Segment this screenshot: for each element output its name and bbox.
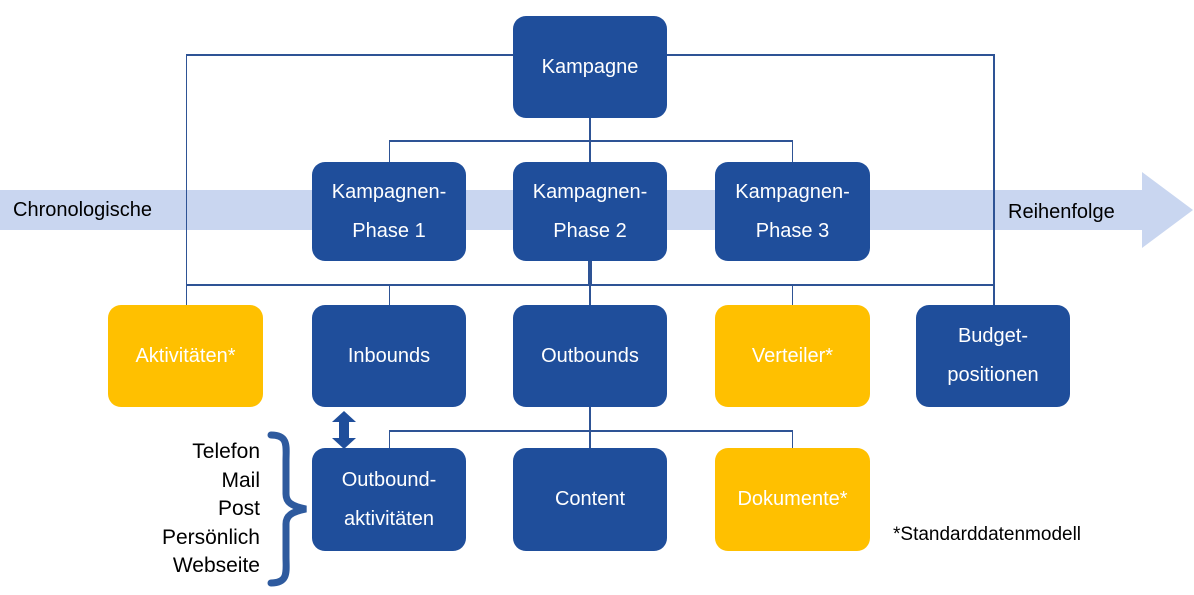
node-inbounds: Inbounds [312, 305, 466, 407]
channel-item: Post [217, 497, 260, 521]
connector-line [589, 284, 591, 305]
timeline-arrow-head [1142, 172, 1193, 248]
connector-line [589, 118, 591, 141]
connector-line [389, 140, 793, 142]
connector-line [185, 54, 187, 305]
timeline-label-left: Chronologische [13, 199, 152, 221]
node-kampagnen-phase-2: Kampagnen- Phase 2 [513, 162, 667, 261]
channel-item: Telefon [192, 440, 260, 463]
connector-line [589, 140, 591, 162]
node-outbounds: Outbounds [513, 305, 667, 407]
connector-line [589, 430, 591, 448]
connector-line [791, 140, 793, 162]
connector-line [389, 430, 792, 432]
channel-item: Webseite [172, 554, 260, 578]
curly-brace-icon [267, 431, 307, 587]
node-outbound-aktivitaeten: Outbound- aktivitäten [312, 448, 466, 551]
channel-item: Mail [221, 468, 260, 492]
node-content: Content [513, 448, 667, 551]
footnote: *Standarddatenmodell [893, 524, 1082, 545]
connector-line [588, 407, 591, 430]
node-aktivitaeten: Aktivitäten* [108, 305, 263, 407]
connector-line [587, 261, 592, 285]
channel-list: Telefon Mail Post Persönlich Webseite [100, 438, 260, 581]
timeline-label-right: Reihenfolge [1008, 201, 1115, 223]
node-kampagnen-phase-3: Kampagnen- Phase 3 [715, 162, 870, 261]
node-dokumente: Dokumente* [715, 448, 870, 551]
double-arrow-icon [332, 411, 356, 449]
connector-line [791, 284, 793, 305]
connector-line [388, 284, 390, 305]
arrow-up-icon [332, 411, 356, 422]
connector-line [388, 430, 390, 448]
node-kampagne: Kampagne [513, 16, 667, 118]
channel-item: Persönlich [161, 525, 260, 549]
node-kampagnen-phase-1: Kampagnen- Phase 1 [312, 162, 466, 261]
connector-line [388, 140, 390, 162]
connector-line [791, 430, 793, 448]
connector-line [993, 54, 995, 305]
arrow-shaft [339, 420, 349, 440]
arrow-down-icon [332, 438, 356, 449]
node-verteiler: Verteiler* [715, 305, 870, 407]
node-budgetpositionen: Budget- positionen [916, 305, 1070, 407]
